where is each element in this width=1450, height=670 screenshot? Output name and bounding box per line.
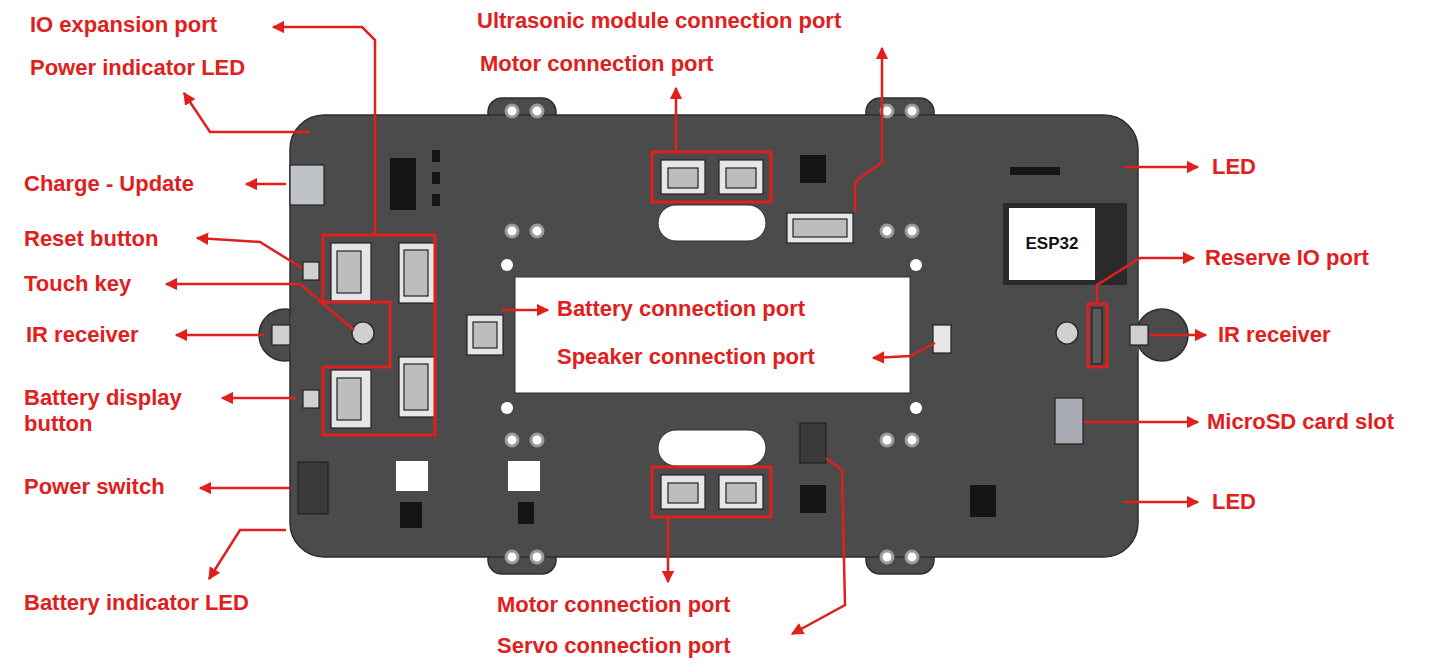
callout-label: Servo connection port xyxy=(497,633,730,659)
callout-label: Speaker connection port xyxy=(557,344,815,370)
highlight-boxes xyxy=(323,152,1107,517)
callout-label: Power switch xyxy=(24,474,165,500)
callout-label: Motor connection port xyxy=(497,592,730,618)
callout-label: Reserve IO port xyxy=(1205,245,1369,271)
callout-label: LED xyxy=(1212,489,1256,515)
callout-label: Reset button xyxy=(24,226,158,252)
callout-label: IO expansion port xyxy=(30,12,217,38)
connectors xyxy=(272,160,1148,514)
mount-dots xyxy=(501,259,922,414)
callout-label: LED xyxy=(1212,154,1256,180)
callout-label: Charge - Update xyxy=(24,171,194,197)
callout-label: Battery display button xyxy=(24,385,224,437)
callout-label: Motor connection port xyxy=(480,51,713,77)
callout-label: IR receiver xyxy=(26,322,139,348)
leader-arrows xyxy=(166,27,1206,634)
callout-label: Battery connection port xyxy=(557,296,805,322)
chip-module: ESP32 xyxy=(1009,208,1095,280)
callout-label: Battery indicator LED xyxy=(24,590,249,616)
callout-label: IR receiver xyxy=(1218,322,1331,348)
pcb-board xyxy=(259,98,1188,574)
chips xyxy=(390,150,1127,528)
callout-label: Touch key xyxy=(24,271,131,297)
callout-label: Power indicator LED xyxy=(30,55,245,81)
callout-label: MicroSD card slot xyxy=(1207,409,1394,435)
screw-holes xyxy=(506,105,918,563)
chip-text: ESP32 xyxy=(1026,234,1079,254)
callout-label: Ultrasonic module connection port xyxy=(477,8,841,34)
